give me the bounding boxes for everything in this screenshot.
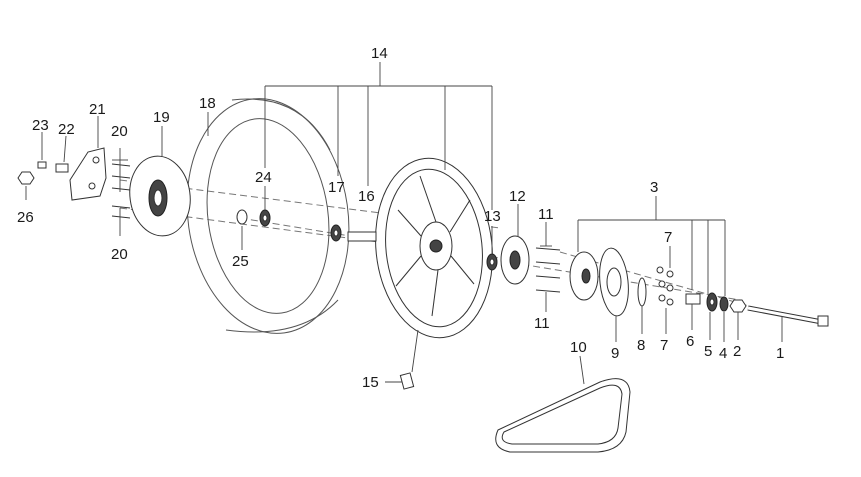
brake-disc bbox=[129, 155, 191, 237]
callout-2: 2 bbox=[733, 343, 741, 360]
callout-16: 16 bbox=[358, 188, 375, 205]
callout-labels: 1 2 3 4 5 6 7 7 8 9 10 11 11 12 13 14 15… bbox=[17, 45, 784, 391]
callout-11-bottom: 11 bbox=[534, 315, 550, 332]
callout-15: 15 bbox=[362, 374, 379, 391]
leader-lines bbox=[25, 62, 783, 385]
sprocket-carrier bbox=[569, 251, 599, 301]
callout-7-bottom: 7 bbox=[660, 337, 668, 354]
callout-22: 22 bbox=[58, 121, 75, 138]
left-hub-parts bbox=[236, 209, 377, 242]
callout-10: 10 bbox=[570, 339, 587, 356]
callout-20-top: 20 bbox=[111, 123, 128, 140]
callout-5: 5 bbox=[704, 343, 712, 360]
callout-9: 9 bbox=[611, 345, 619, 362]
callout-24: 24 bbox=[255, 169, 272, 186]
callout-13: 13 bbox=[484, 208, 501, 225]
callout-7-top: 7 bbox=[664, 229, 672, 246]
sprocket-studs bbox=[535, 247, 561, 293]
callout-12: 12 bbox=[509, 188, 526, 205]
axle bbox=[747, 305, 829, 327]
callout-18: 18 bbox=[199, 95, 216, 112]
sprocket-nuts bbox=[637, 266, 674, 307]
valve bbox=[399, 372, 415, 390]
callout-3: 3 bbox=[650, 179, 658, 196]
callout-26: 26 bbox=[17, 209, 34, 226]
sprocket bbox=[599, 247, 629, 317]
drive-chain bbox=[495, 378, 631, 453]
wheel-rim bbox=[375, 157, 493, 339]
callout-21: 21 bbox=[89, 101, 106, 118]
callout-20-bottom: 20 bbox=[111, 246, 128, 263]
callout-1: 1 bbox=[776, 345, 784, 362]
axle-right-parts bbox=[685, 292, 747, 313]
callout-6: 6 bbox=[686, 333, 694, 350]
callout-25: 25 bbox=[232, 253, 249, 270]
callout-14: 14 bbox=[371, 45, 388, 62]
right-hub-parts bbox=[486, 235, 530, 285]
callout-17: 17 bbox=[328, 179, 345, 196]
tire bbox=[186, 98, 350, 334]
callout-11-top: 11 bbox=[538, 206, 554, 223]
small-bolts-left bbox=[17, 161, 69, 185]
caliper-bracket bbox=[69, 147, 107, 201]
disc-bolts bbox=[111, 163, 131, 219]
callout-19: 19 bbox=[153, 109, 170, 126]
callout-23: 23 bbox=[32, 117, 49, 134]
callout-8: 8 bbox=[637, 337, 645, 354]
callout-4: 4 bbox=[719, 345, 727, 362]
